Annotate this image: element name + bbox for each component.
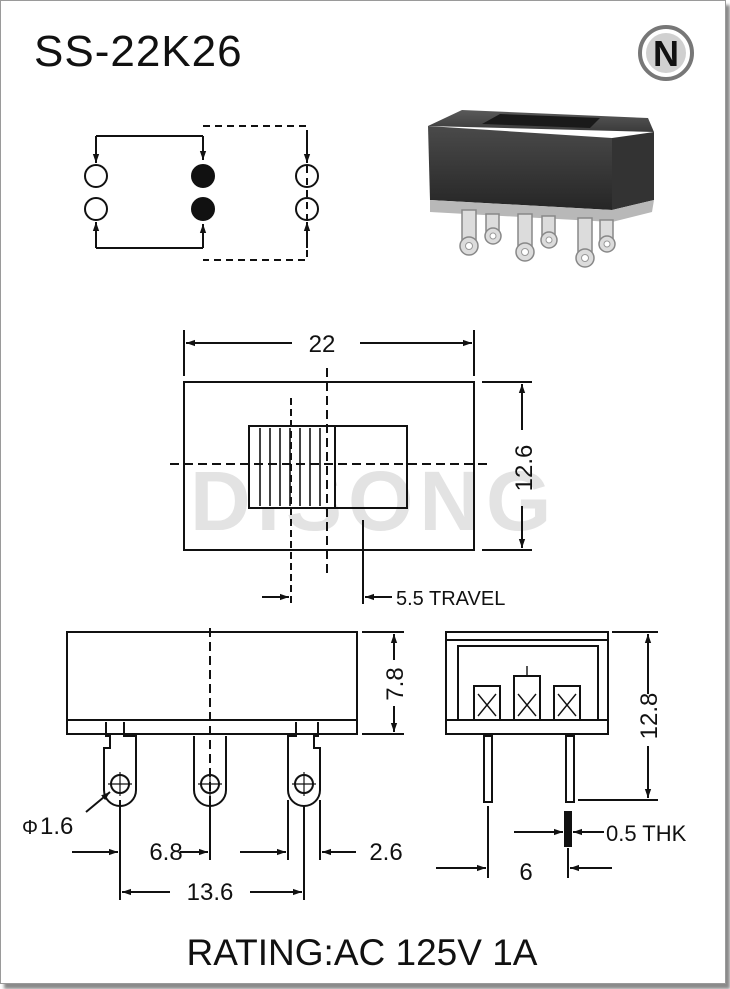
top-view-drawing [170, 330, 532, 604]
side-view-drawing [66, 628, 404, 900]
dim-travel-label: 5.5 TRAVEL [396, 588, 505, 610]
rating-text: RATING:AC 125V 1A [187, 932, 538, 973]
part-number-title: SS-22K26 [34, 27, 243, 76]
dim-width-label: 12.6 [511, 445, 538, 492]
dim-length-label: 22 [309, 331, 336, 358]
dim-pin-pitch-label: 6.8 [149, 839, 182, 866]
dim-pin-thickness-label: 0.5 THK [606, 821, 687, 846]
end-view-drawing [436, 631, 658, 878]
watermark-text: DISONG [190, 454, 557, 548]
dim-hole-diameter-label: 1.6 [40, 813, 73, 840]
dim-total-height-label: 12.8 [636, 693, 663, 740]
dim-pin-span-label: 13.6 [187, 879, 234, 906]
logo-letter: N [653, 33, 679, 74]
dim-body-height-label: 7.8 [382, 667, 409, 700]
dim-hole-symbol: Φ [22, 817, 38, 839]
n-logo-icon: N [638, 25, 694, 81]
slide-switch-photo-icon [428, 110, 654, 268]
circuit-schematic [84, 125, 319, 261]
dim-row-spacing-label: 6 [519, 859, 532, 886]
dim-edge-offset-label: 2.6 [369, 839, 402, 866]
